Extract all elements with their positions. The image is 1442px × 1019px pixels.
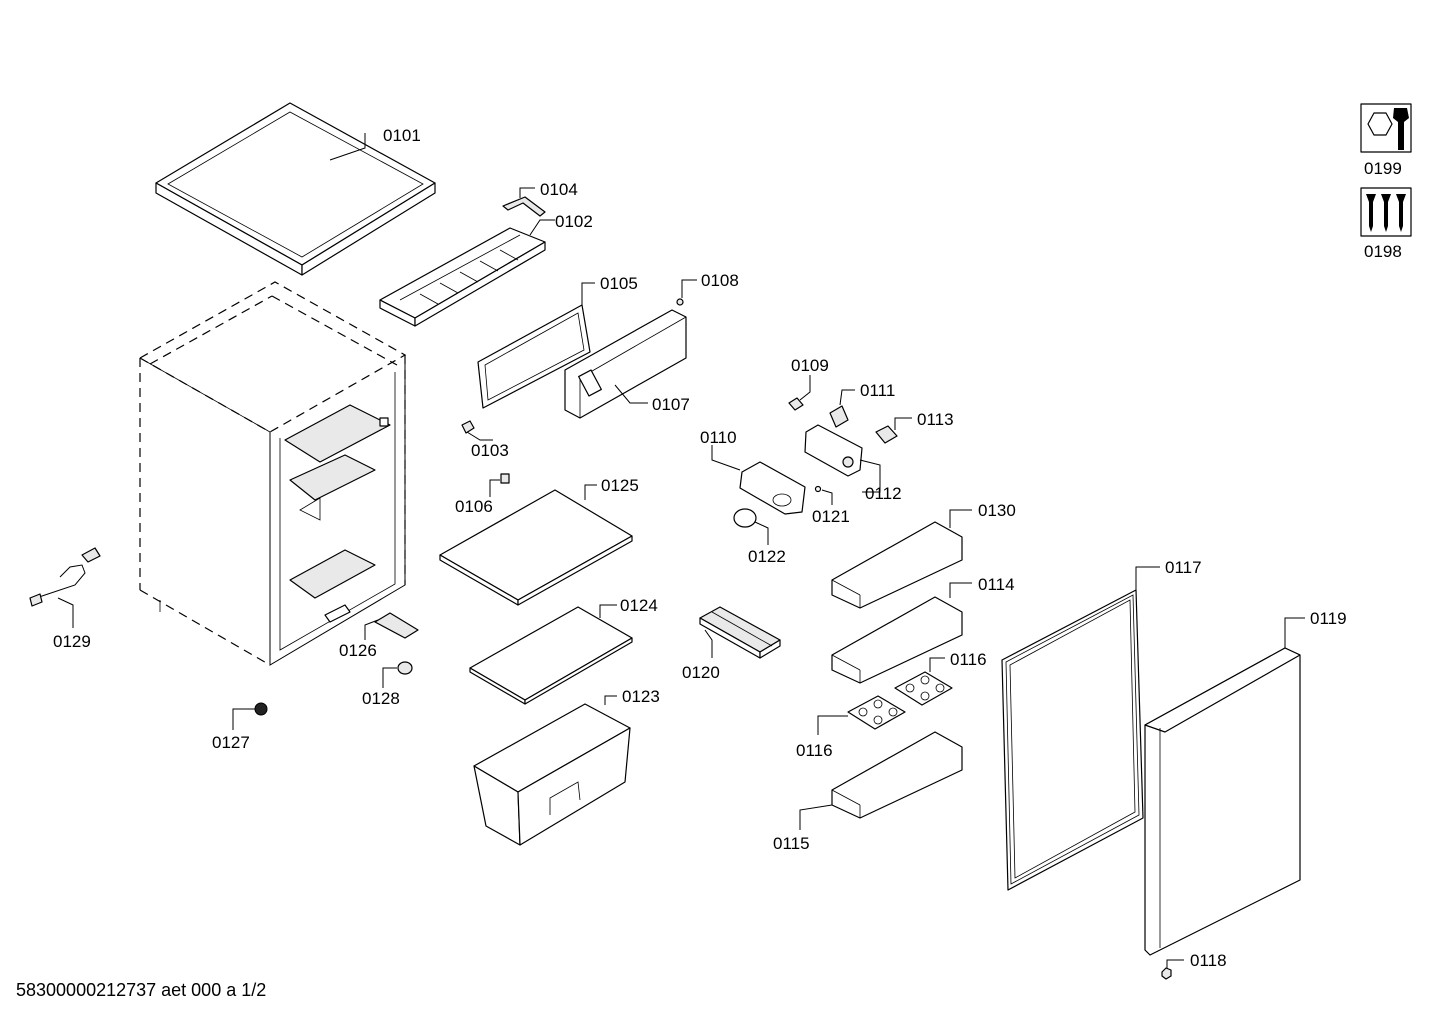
label-0108: 0108	[701, 271, 739, 290]
part-0119-door	[1144, 617, 1305, 956]
part-0130-door-shelf	[831, 509, 972, 609]
part-0109	[788, 375, 811, 411]
part-0121-pin	[814, 485, 833, 505]
label-0127: 0127	[212, 733, 250, 752]
label-0116-a: 0116	[950, 650, 987, 669]
label-0101: 0101	[383, 126, 421, 145]
label-0105: 0105	[600, 274, 638, 293]
part-0115-door-shelf	[799, 731, 963, 830]
part-0113-lamp	[875, 417, 912, 444]
cabinet-body	[138, 281, 407, 666]
part-0106	[489, 473, 510, 497]
label-0120: 0120	[682, 663, 720, 682]
label-0111: 0111	[860, 381, 895, 400]
label-0106: 0106	[455, 497, 493, 516]
label-0103: 0103	[471, 441, 509, 460]
label-0129: 0129	[53, 632, 91, 651]
label-0122: 0122	[748, 547, 786, 566]
label-0114: 0114	[978, 575, 1015, 594]
part-0117-door-gasket	[1001, 566, 1160, 891]
part-0116-egg-tray-b	[817, 695, 906, 735]
part-0123-crisper	[473, 695, 631, 846]
label-0115: 0115	[773, 834, 810, 853]
part-0103	[461, 420, 493, 441]
label-0112: 0112	[865, 484, 902, 503]
label-0124: 0124	[620, 596, 658, 615]
label-0109: 0109	[791, 356, 829, 375]
part-0126-hinge	[364, 612, 419, 640]
label-0119: 0119	[1310, 609, 1347, 628]
part-0124-shelf	[469, 604, 633, 705]
part-0108-screw	[676, 279, 697, 306]
label-0121: 0121	[812, 507, 850, 526]
part-0127-foot	[232, 702, 268, 730]
label-0117: 0117	[1165, 558, 1202, 577]
part-0101-worktop	[155, 102, 436, 276]
label-0107: 0107	[652, 395, 690, 414]
label-0110: 0110	[700, 428, 737, 447]
label-0102: 0102	[555, 212, 593, 231]
part-0128-foot	[382, 661, 413, 688]
part-0112-housing	[804, 424, 881, 493]
label-0118: 0118	[1190, 951, 1227, 970]
label-0123: 0123	[622, 687, 660, 706]
part-0114-door-shelf	[831, 582, 972, 684]
document-id: 58300000212737 aet 000 a 1/2	[16, 980, 267, 1000]
part-0129-power-cord	[29, 547, 101, 628]
label-0198: 0198	[1364, 242, 1402, 261]
part-0125-shelf	[439, 484, 633, 606]
label-0128: 0128	[362, 689, 400, 708]
label-0130: 0130	[978, 501, 1016, 520]
label-0126: 0126	[339, 641, 377, 660]
screws-icon	[1360, 187, 1412, 237]
part-0120-ice-tray	[699, 606, 781, 659]
part-0118-screw	[1161, 959, 1184, 980]
label-0199: 0199	[1364, 159, 1402, 178]
part-0105-seal	[477, 282, 595, 409]
part-0110-control-cover	[711, 445, 806, 515]
part-0104-clip	[502, 187, 546, 217]
part-0102-bracket	[379, 219, 555, 327]
part-0116-egg-tray-a	[894, 657, 953, 706]
part-0107-freezer-door	[564, 309, 687, 419]
label-0104: 0104	[540, 180, 578, 199]
label-0113: 0113	[917, 410, 954, 429]
part-0111-thermostat	[829, 389, 855, 428]
label-0116-b: 0116	[796, 741, 833, 760]
part-0122-knob	[733, 508, 769, 545]
label-0125: 0125	[601, 476, 639, 495]
wrench-nut-icon	[1360, 103, 1412, 153]
